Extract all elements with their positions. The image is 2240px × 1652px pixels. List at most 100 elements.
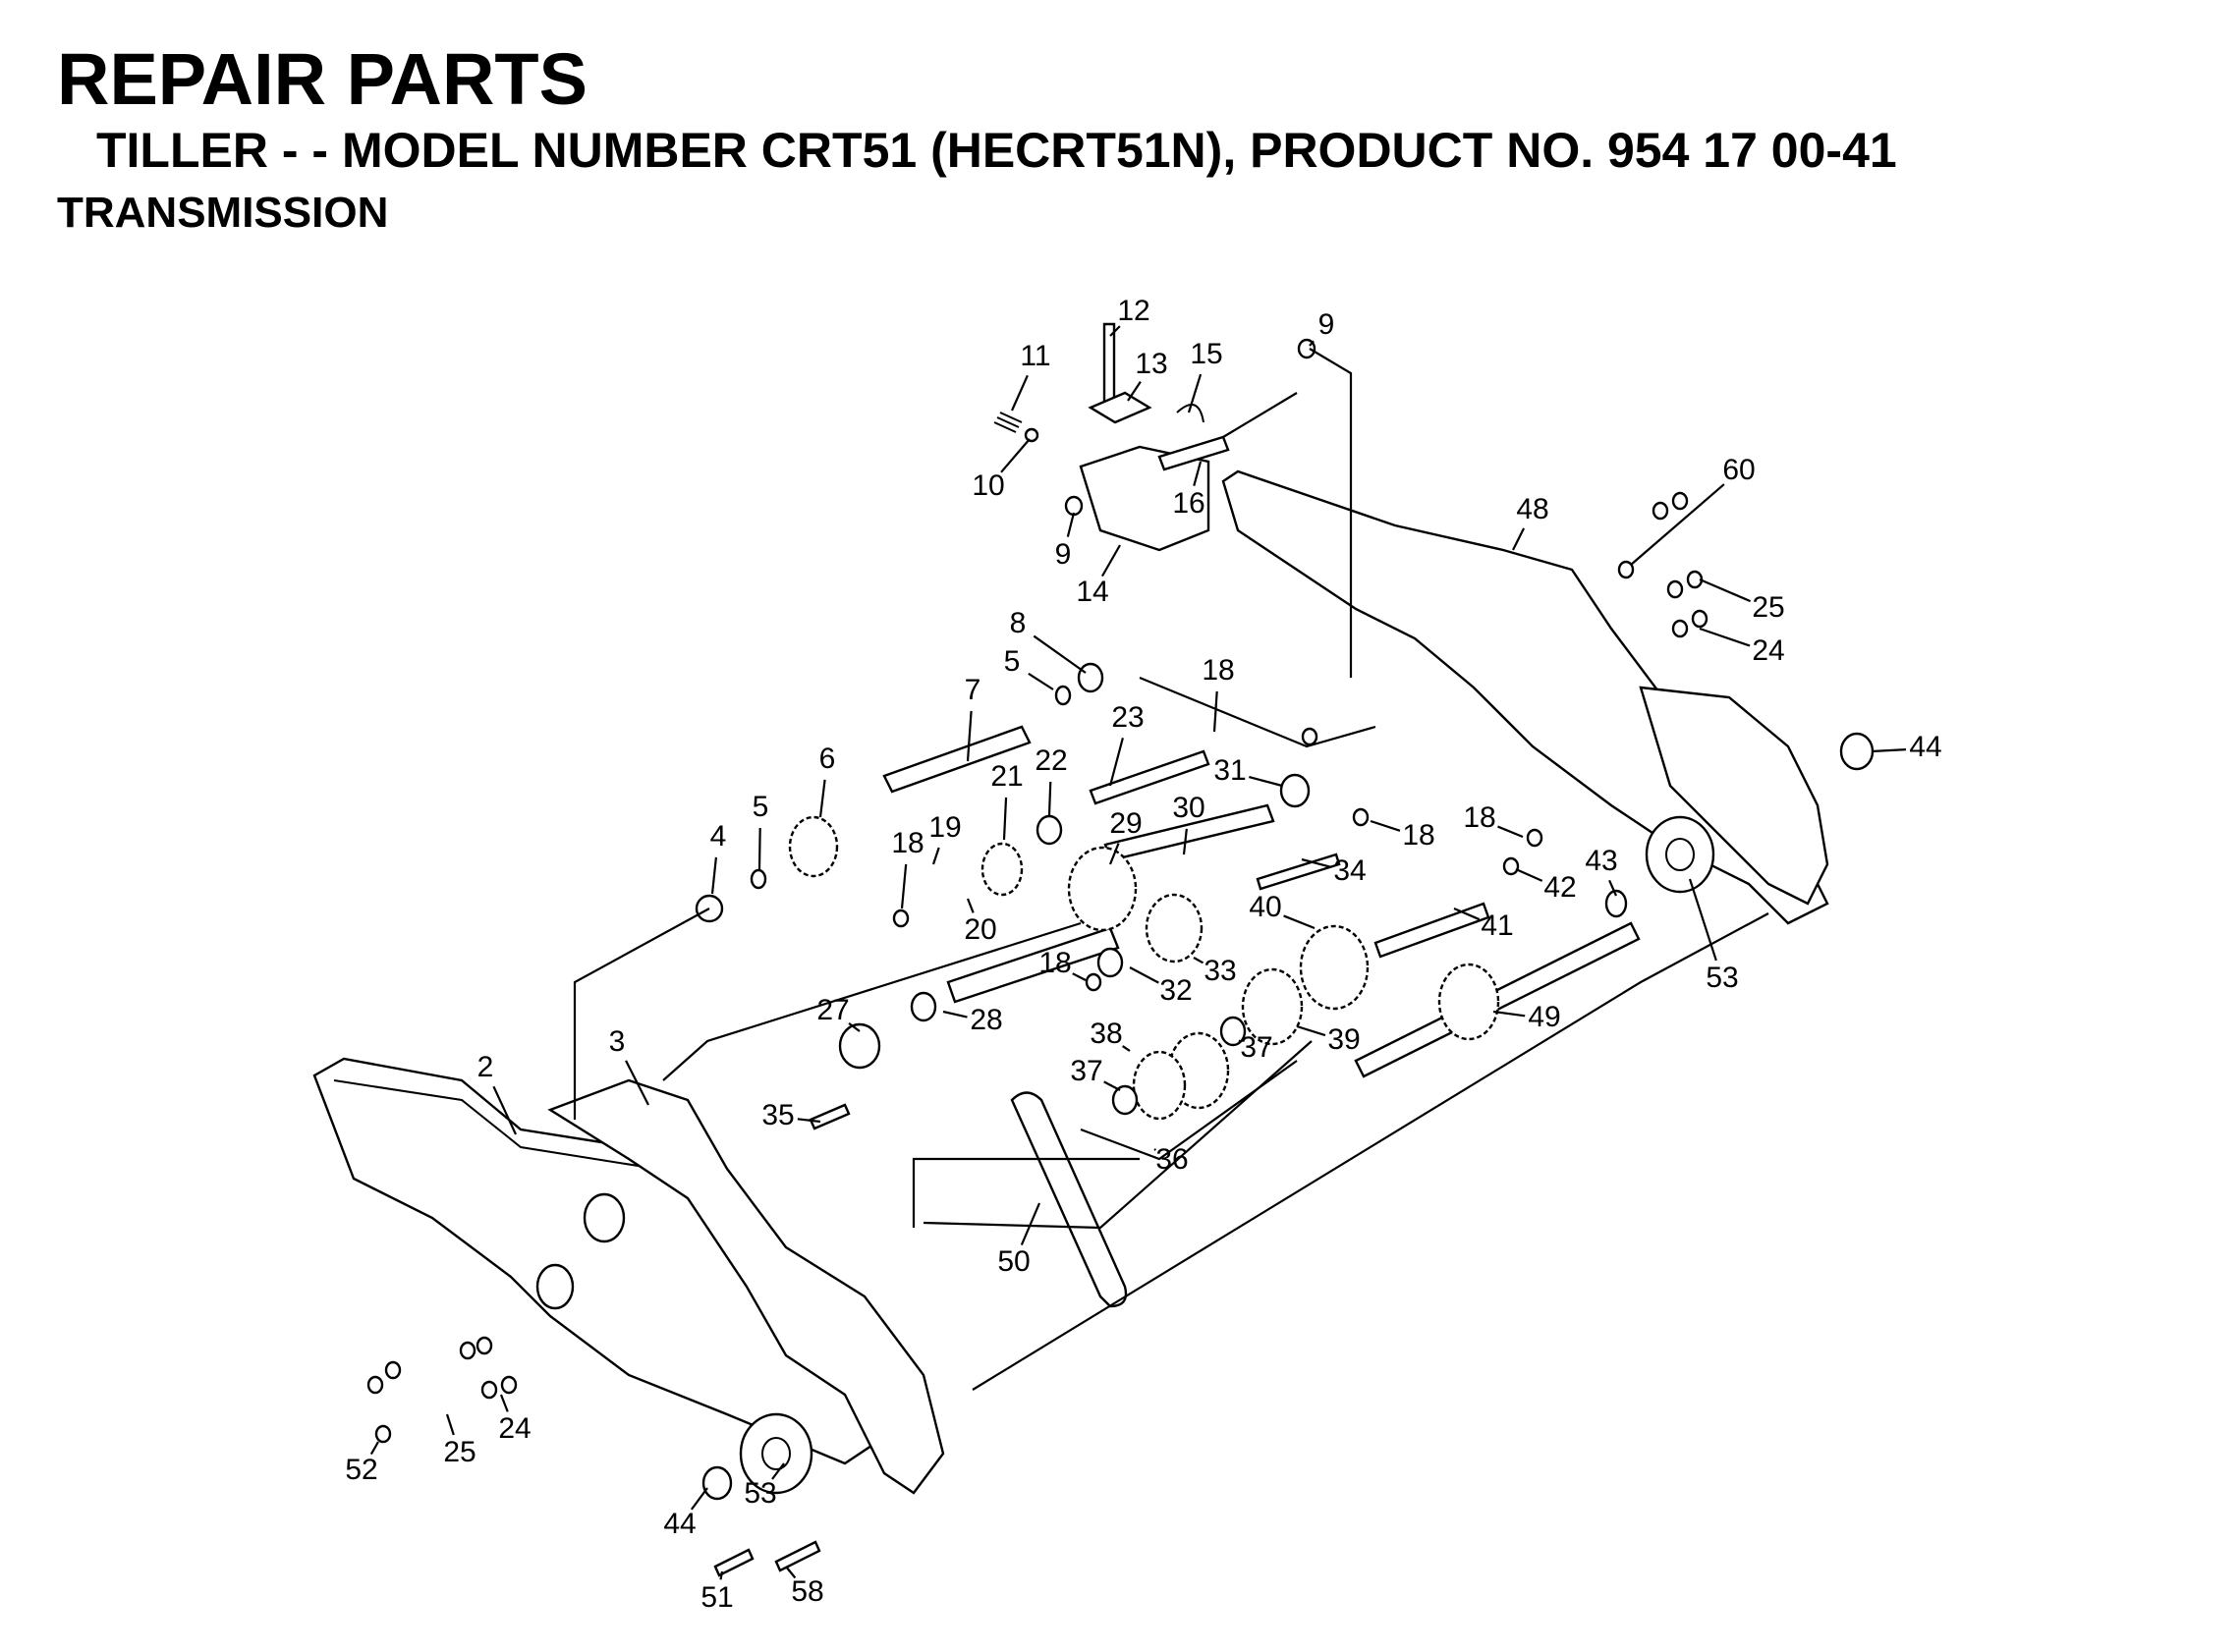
leader-58 [785,1566,797,1579]
shaft-29-long [946,926,1120,1004]
leader-31 [1249,776,1283,788]
leader-24 [1699,627,1751,647]
leader-18 [1072,972,1087,981]
callout-33: 33 [1204,955,1236,987]
leader-5 [1028,672,1054,690]
leader-14 [1100,544,1121,578]
callout-36: 36 [1155,1143,1188,1176]
washer-25d [1671,491,1689,511]
washer-25a [384,1360,402,1380]
callout-18: 18 [1463,801,1495,834]
right-bearing-bore [1665,838,1695,871]
washer-18b [892,909,910,928]
callout-13: 13 [1135,348,1167,380]
sprocket-29 [1067,846,1138,932]
bolt-58 [774,1540,821,1572]
nut-24g [1671,619,1689,638]
callout-19: 19 [928,811,961,844]
pin-12 [1102,322,1116,405]
right-housing-plate [1221,469,1829,925]
spring-11 [993,412,1023,433]
callout-42: 42 [1543,871,1576,904]
nut-24c [480,1380,498,1400]
bearing-8 [1077,662,1104,693]
leader-22 [1047,781,1052,816]
leader-50 [1020,1202,1041,1246]
leader-49 [1492,1010,1526,1018]
callout-48: 48 [1516,493,1548,525]
washer-25c [1652,501,1669,521]
gear-21 [980,842,1024,897]
leader-48 [1512,527,1526,551]
callout-22: 22 [1035,744,1067,777]
ball-10 [1024,427,1039,443]
callout-3: 3 [609,1025,626,1058]
leader-8 [1033,634,1087,674]
leader-11 [1010,374,1029,412]
leader-23 [1108,738,1124,787]
bearing-43 [1604,889,1628,918]
align-line-c [912,1040,1313,1230]
align-line-e [1309,348,1353,678]
bearing-44-right [1839,732,1875,771]
callout-51: 51 [700,1581,733,1614]
leader-53 [771,1462,785,1480]
callout-9: 9 [1055,538,1072,571]
callout-18: 18 [1402,819,1434,852]
left-bearing-hub [739,1412,813,1495]
callout-32: 32 [1159,974,1192,1007]
leader-24 [499,1394,509,1412]
leader-37 [1238,1039,1241,1042]
callout-50: 50 [997,1245,1030,1278]
sprocket-39 [1241,967,1304,1046]
callout-21: 21 [990,760,1023,793]
callout-37: 37 [1240,1031,1272,1064]
gear-33 [1145,893,1204,964]
align-line-f [1139,676,1376,748]
callout-24: 24 [1752,634,1784,667]
sprocket-38b [1132,1050,1187,1121]
align-line-d [972,912,1769,1391]
leader-40 [1283,914,1316,930]
callout-14: 14 [1076,576,1108,608]
callout-37: 37 [1070,1055,1102,1087]
nut-24a [459,1341,476,1360]
callout-43: 43 [1585,845,1617,877]
nut-24e [1666,579,1684,599]
leader-41 [1453,907,1481,921]
leader-25 [1699,578,1752,603]
shaft-41 [1373,902,1490,959]
inner-housing-plate [547,1078,945,1495]
shift-rod-16 [1157,435,1230,471]
leader-25 [445,1413,455,1436]
right-bearing-hub [1645,815,1715,894]
leader-33 [1193,957,1204,964]
leader-52 [369,1441,379,1456]
align-line-b [662,921,1082,1081]
callout-18: 18 [1038,947,1071,979]
callout-53: 53 [1706,962,1738,994]
left-bearing-bore [761,1437,791,1470]
washer-18d [1526,828,1543,848]
nut-60 [1617,560,1635,579]
plate-13 [1088,391,1152,424]
clip-15 [1176,404,1204,423]
leader-43 [1608,879,1618,897]
callout-60: 60 [1722,454,1755,486]
callout-49: 49 [1528,1001,1560,1033]
callout-44: 44 [1909,731,1941,763]
leader-34 [1301,857,1331,868]
bearing-37b [1111,1084,1139,1116]
leader-35 [797,1118,821,1124]
leader-37 [1103,1080,1121,1091]
washer-5b [1054,685,1072,706]
gear-6 [788,815,839,878]
leader-4 [710,856,718,895]
leader-6 [818,779,826,818]
leader-27 [848,1022,861,1032]
callout-30: 30 [1172,792,1204,824]
callout-8: 8 [1010,607,1027,639]
bearing-32 [1096,947,1124,978]
nut-24f [1686,570,1704,589]
